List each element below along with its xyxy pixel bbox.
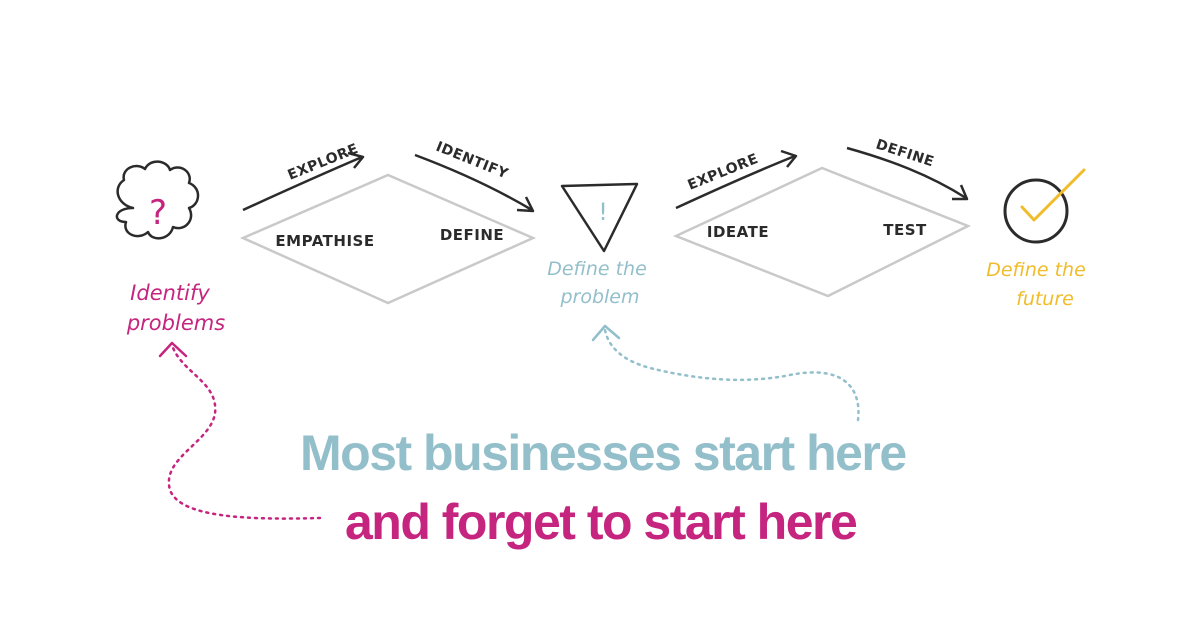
checkmark-circle-icon [1003, 168, 1086, 244]
define-future-caption-line1: Define the [986, 259, 1086, 281]
question-mark: ? [149, 193, 167, 233]
ideate-label: IDEATE [707, 223, 769, 241]
exclamation-mark: ! [598, 198, 608, 226]
explore-arrow-1 [242, 151, 365, 212]
teal-dotted-arrow [591, 324, 860, 422]
empathise-label: EMPATHISE [275, 232, 374, 250]
define-future-caption-line2: future [1016, 288, 1074, 310]
question-cloud-icon: ? [115, 160, 200, 240]
headline-line-2: and forget to start here [345, 494, 858, 550]
magenta-dotted-arrow [158, 341, 322, 520]
identify-arrow [414, 153, 535, 213]
diamond-1 [239, 173, 537, 305]
funnel-icon: ! [560, 182, 639, 253]
identify-problems-caption-line1: Identify [130, 281, 210, 305]
define-problem-caption-line2: problem [559, 286, 639, 308]
diamond-2 [672, 166, 972, 298]
identify-label: IDENTIFY [434, 139, 511, 183]
define-arrow [846, 146, 969, 201]
define-label-arrow: DEFINE [874, 137, 936, 171]
identify-problems-caption-line2: problems [126, 311, 225, 335]
headline-line-1: Most businesses start here [300, 425, 907, 481]
test-label: TEST [883, 221, 927, 239]
define-problem-caption-line1: Define the [547, 258, 647, 280]
define-label-1: DEFINE [440, 226, 504, 244]
explore-arrow-2 [675, 149, 798, 210]
